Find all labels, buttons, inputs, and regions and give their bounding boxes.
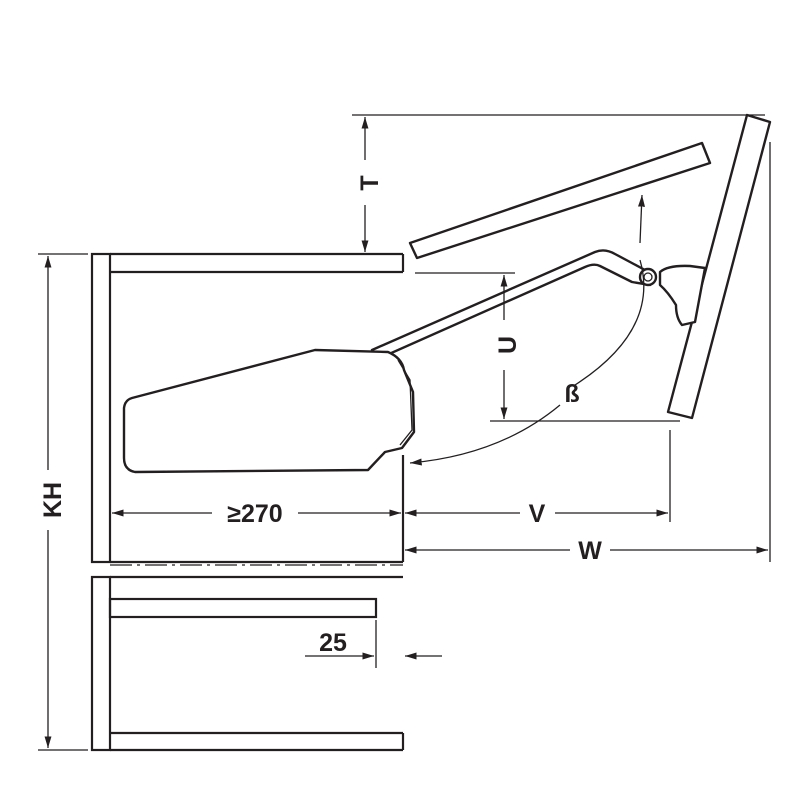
mechanism-housing: [122, 348, 416, 474]
label-v: V: [529, 500, 546, 528]
dimension-t: T: [352, 114, 765, 252]
dimension-w: W: [405, 142, 771, 565]
lift-arm: [370, 249, 652, 360]
flap-intermediate-position: [408, 141, 712, 260]
label-u: U: [494, 336, 522, 354]
dimension-offset: 25: [305, 620, 442, 668]
dimension-min-depth: ≥270: [112, 500, 401, 528]
label-offset: 25: [319, 629, 347, 657]
label-beta: ß: [564, 380, 579, 408]
flap-bracket: [658, 264, 707, 327]
label-t: T: [356, 175, 384, 190]
dimension-v: V: [405, 430, 671, 528]
upper-cabinet: [90, 252, 405, 564]
label-min-depth: ≥270: [227, 500, 282, 528]
angle-beta: ß: [409, 194, 646, 466]
shelf: [108, 597, 378, 619]
label-kh: KH: [39, 482, 67, 518]
lower-cabinet: [90, 575, 405, 752]
dimension-kh: KH: [38, 253, 88, 751]
label-w: W: [578, 537, 602, 565]
dimension-u: U: [415, 272, 680, 422]
